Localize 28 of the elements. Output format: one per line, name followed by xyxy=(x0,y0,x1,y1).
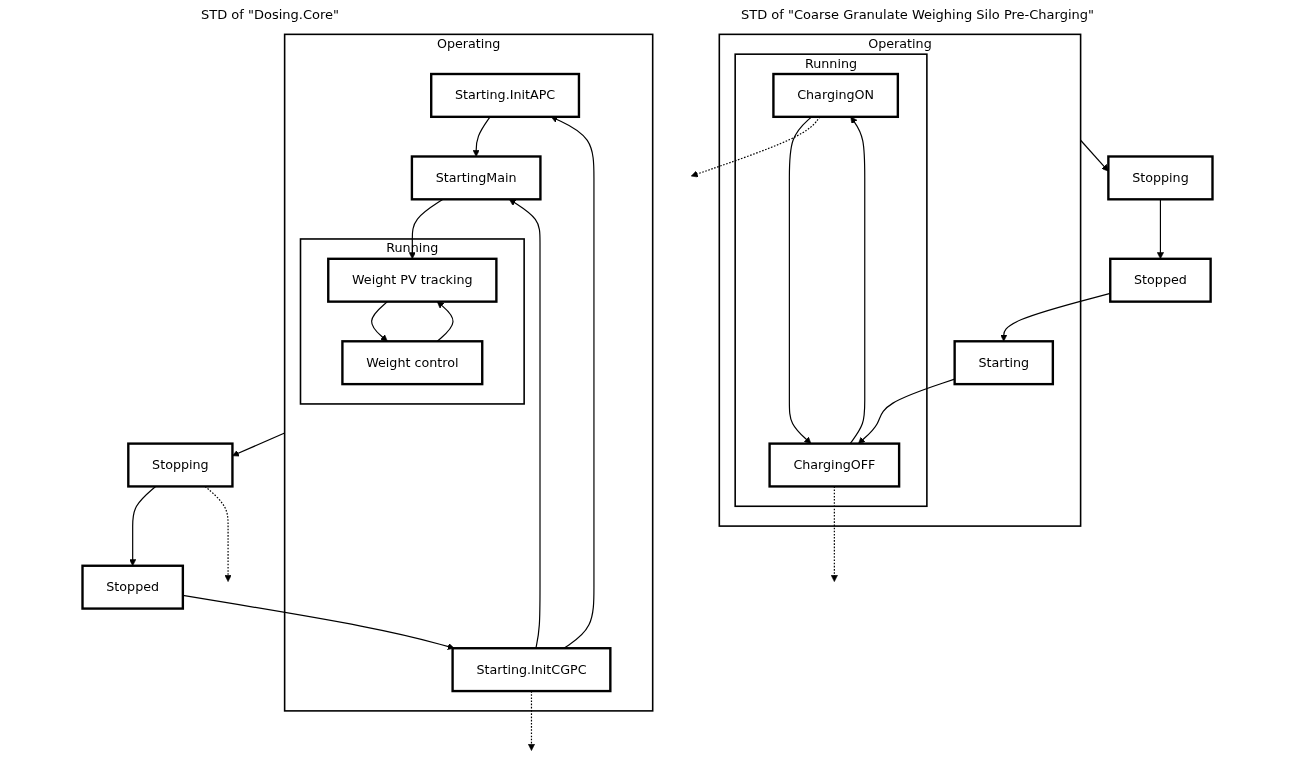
section-label: STD of "Coarse Granulate Weighing Silo Pre-Charging" xyxy=(741,6,1094,22)
state-box: Stopping xyxy=(1107,155,1214,201)
group-title: Operating xyxy=(868,35,932,51)
section-label: STD of "Dosing.Core" xyxy=(201,6,339,22)
state-box: Stopping xyxy=(127,442,234,488)
state-box: ChargingOFF xyxy=(768,442,901,488)
arrow xyxy=(232,432,286,457)
arrow xyxy=(509,199,541,649)
state-box: Starting xyxy=(953,340,1055,386)
dashed-arrow xyxy=(690,116,821,178)
arrow xyxy=(182,594,455,650)
state-box: ChargingON xyxy=(772,72,900,118)
arrow xyxy=(550,116,595,649)
group-title: Running xyxy=(805,55,858,71)
state-box: Starting.InitAPC xyxy=(430,72,581,118)
arrow xyxy=(788,116,813,444)
state-box: Weight control xyxy=(341,340,484,386)
group-title: Operating xyxy=(436,35,501,51)
state-box: Stopped xyxy=(1109,257,1212,303)
arrow xyxy=(371,301,388,342)
arrow xyxy=(472,116,491,157)
arrow xyxy=(1000,292,1111,342)
state-box: Starting.InitCGPC xyxy=(451,647,612,693)
state-box: StartingMain xyxy=(410,155,542,201)
state-box: Stopped xyxy=(81,564,185,610)
arrow xyxy=(436,301,454,342)
arrow xyxy=(1080,139,1109,172)
state-box: Weight PV tracking xyxy=(327,257,498,303)
